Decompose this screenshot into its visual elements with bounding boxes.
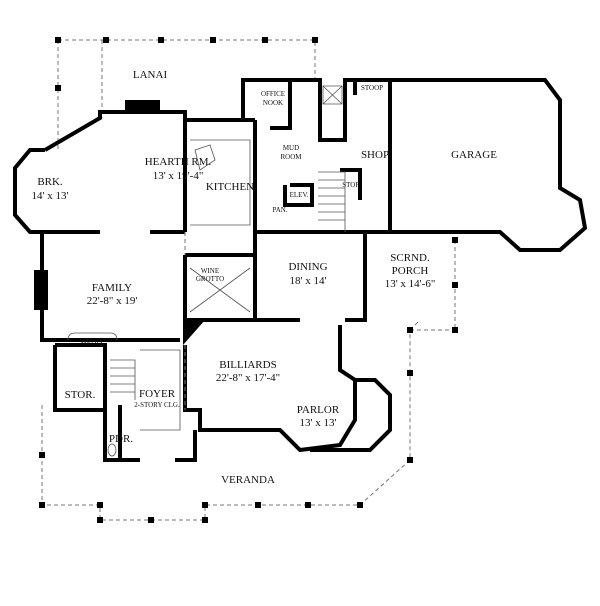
brk-size: 14' x 13' [32,190,69,202]
dining-size: 18' x 14' [290,275,327,287]
foyer-note: 2-STORY CLG. [134,401,180,409]
parlor-label: PARLOR [297,404,340,416]
mud-room-label-1: MUD [283,144,299,152]
stor-lower-label: STOR. [65,389,96,401]
wine-grotto-label-2: GROTTO [196,275,224,283]
hearth-room-size: 13' x 19'-4" [153,170,204,182]
kitchen-label: KITCHEN [206,181,254,193]
office-nook-label-2: NOOK [263,99,283,107]
stor-upper-label: STOR. [342,181,362,189]
wine-grotto-label-1: WINE [201,267,219,275]
garage-label: GARAGE [451,149,497,161]
stoop-label: STOOP [361,84,383,92]
office-nook-label-1: OFFICE [261,90,285,98]
billiards-label: BILLIARDS [219,359,276,371]
porch-size: 13' x 14'-6" [385,278,436,290]
porch-label-2: PORCH [392,265,429,277]
veranda-area [39,237,458,523]
family-size: 22'-8" x 19' [87,295,138,307]
media-label: MEDIA [81,339,104,347]
lanai-label: LANAI [133,69,168,81]
walls [13,78,588,462]
mud-room-label-2: ROOM [280,153,302,161]
brk-label: BRK. [37,176,63,188]
lanai-area [55,37,318,150]
room-labels: LANAI HEARTH RM. 13' x 19'-4" BRK. 14' x… [32,69,498,486]
parlor-size: 13' x 13' [300,417,337,429]
foyer-label: FOYER [139,388,176,400]
pantry-label: PAN. [272,206,287,214]
porch-label-1: SCRND. [390,252,430,264]
dining-label: DINING [288,261,327,273]
shop-label: SHOP [361,149,389,161]
family-label: FAMILY [92,282,132,294]
powder-room-label: PDR. [109,433,133,445]
fixtures [67,85,346,457]
billiards-size: 22'-8" x 17'-4" [216,372,280,384]
hearth-room-label: HEARTH RM. [145,156,212,168]
veranda-label: VERANDA [221,474,275,486]
elev-label: ELEV. [290,191,309,199]
